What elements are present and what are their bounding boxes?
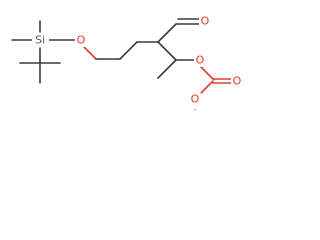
bond-c2-c3 bbox=[119, 41, 138, 60]
atom-o-ester: O bbox=[196, 54, 205, 67]
atom-o-aldehyde: O bbox=[201, 15, 210, 28]
bond-o-carbonate bbox=[199, 65, 214, 80]
molecule-structure: Si O O O O O - bbox=[11, 15, 243, 114]
bond-c5-methyl bbox=[157, 59, 177, 79]
bond-carbonate-o-anion bbox=[199, 80, 214, 95]
charge-minus: - bbox=[194, 105, 197, 114]
atom-o-carbonyl: O bbox=[233, 75, 242, 88]
bonds bbox=[11, 18, 232, 95]
atom-si: Si bbox=[35, 34, 45, 47]
atom-o-anion: O bbox=[191, 93, 200, 106]
bond-o-c1 bbox=[82, 45, 97, 60]
atom-labels: Si O O O O O - bbox=[32, 15, 243, 114]
bond-c4-cho bbox=[157, 23, 177, 43]
bond-c4-c5 bbox=[157, 41, 177, 61]
atom-o-silyl-ether: O bbox=[77, 34, 86, 47]
